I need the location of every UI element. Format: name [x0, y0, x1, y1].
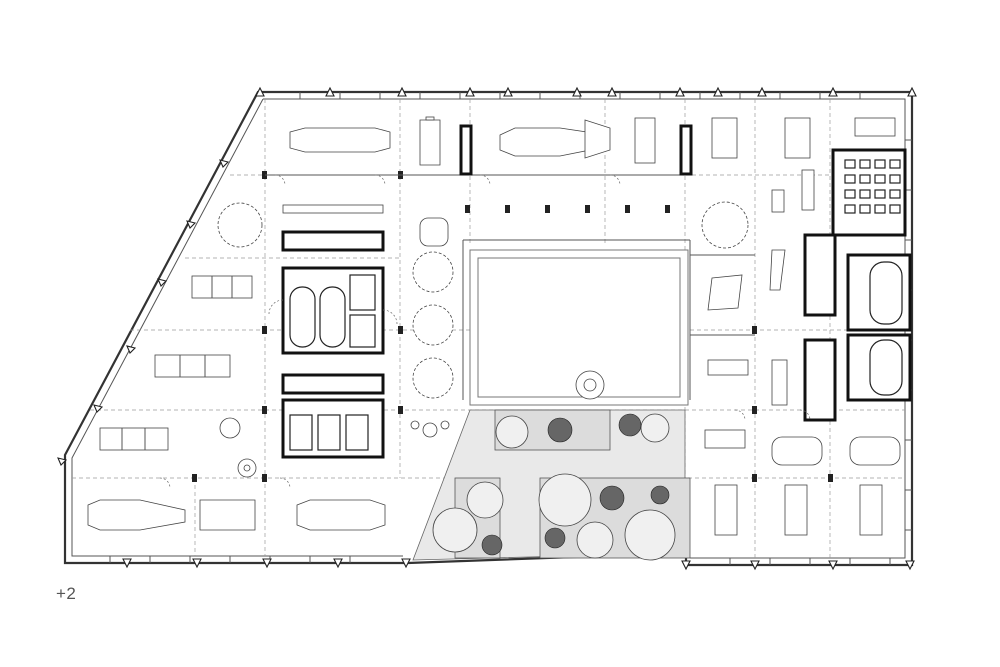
- roof-garden: [412, 409, 691, 561]
- level-label: +2: [56, 584, 77, 603]
- columns: [192, 171, 833, 482]
- east-wing-furniture: [690, 117, 912, 536]
- central-core: [268, 230, 398, 459]
- partitions: [265, 117, 693, 400]
- facade-markers: [57, 86, 917, 571]
- west-wing-furniture: [87, 116, 454, 531]
- courtyard: [469, 249, 689, 406]
- door-swings: [159, 174, 811, 489]
